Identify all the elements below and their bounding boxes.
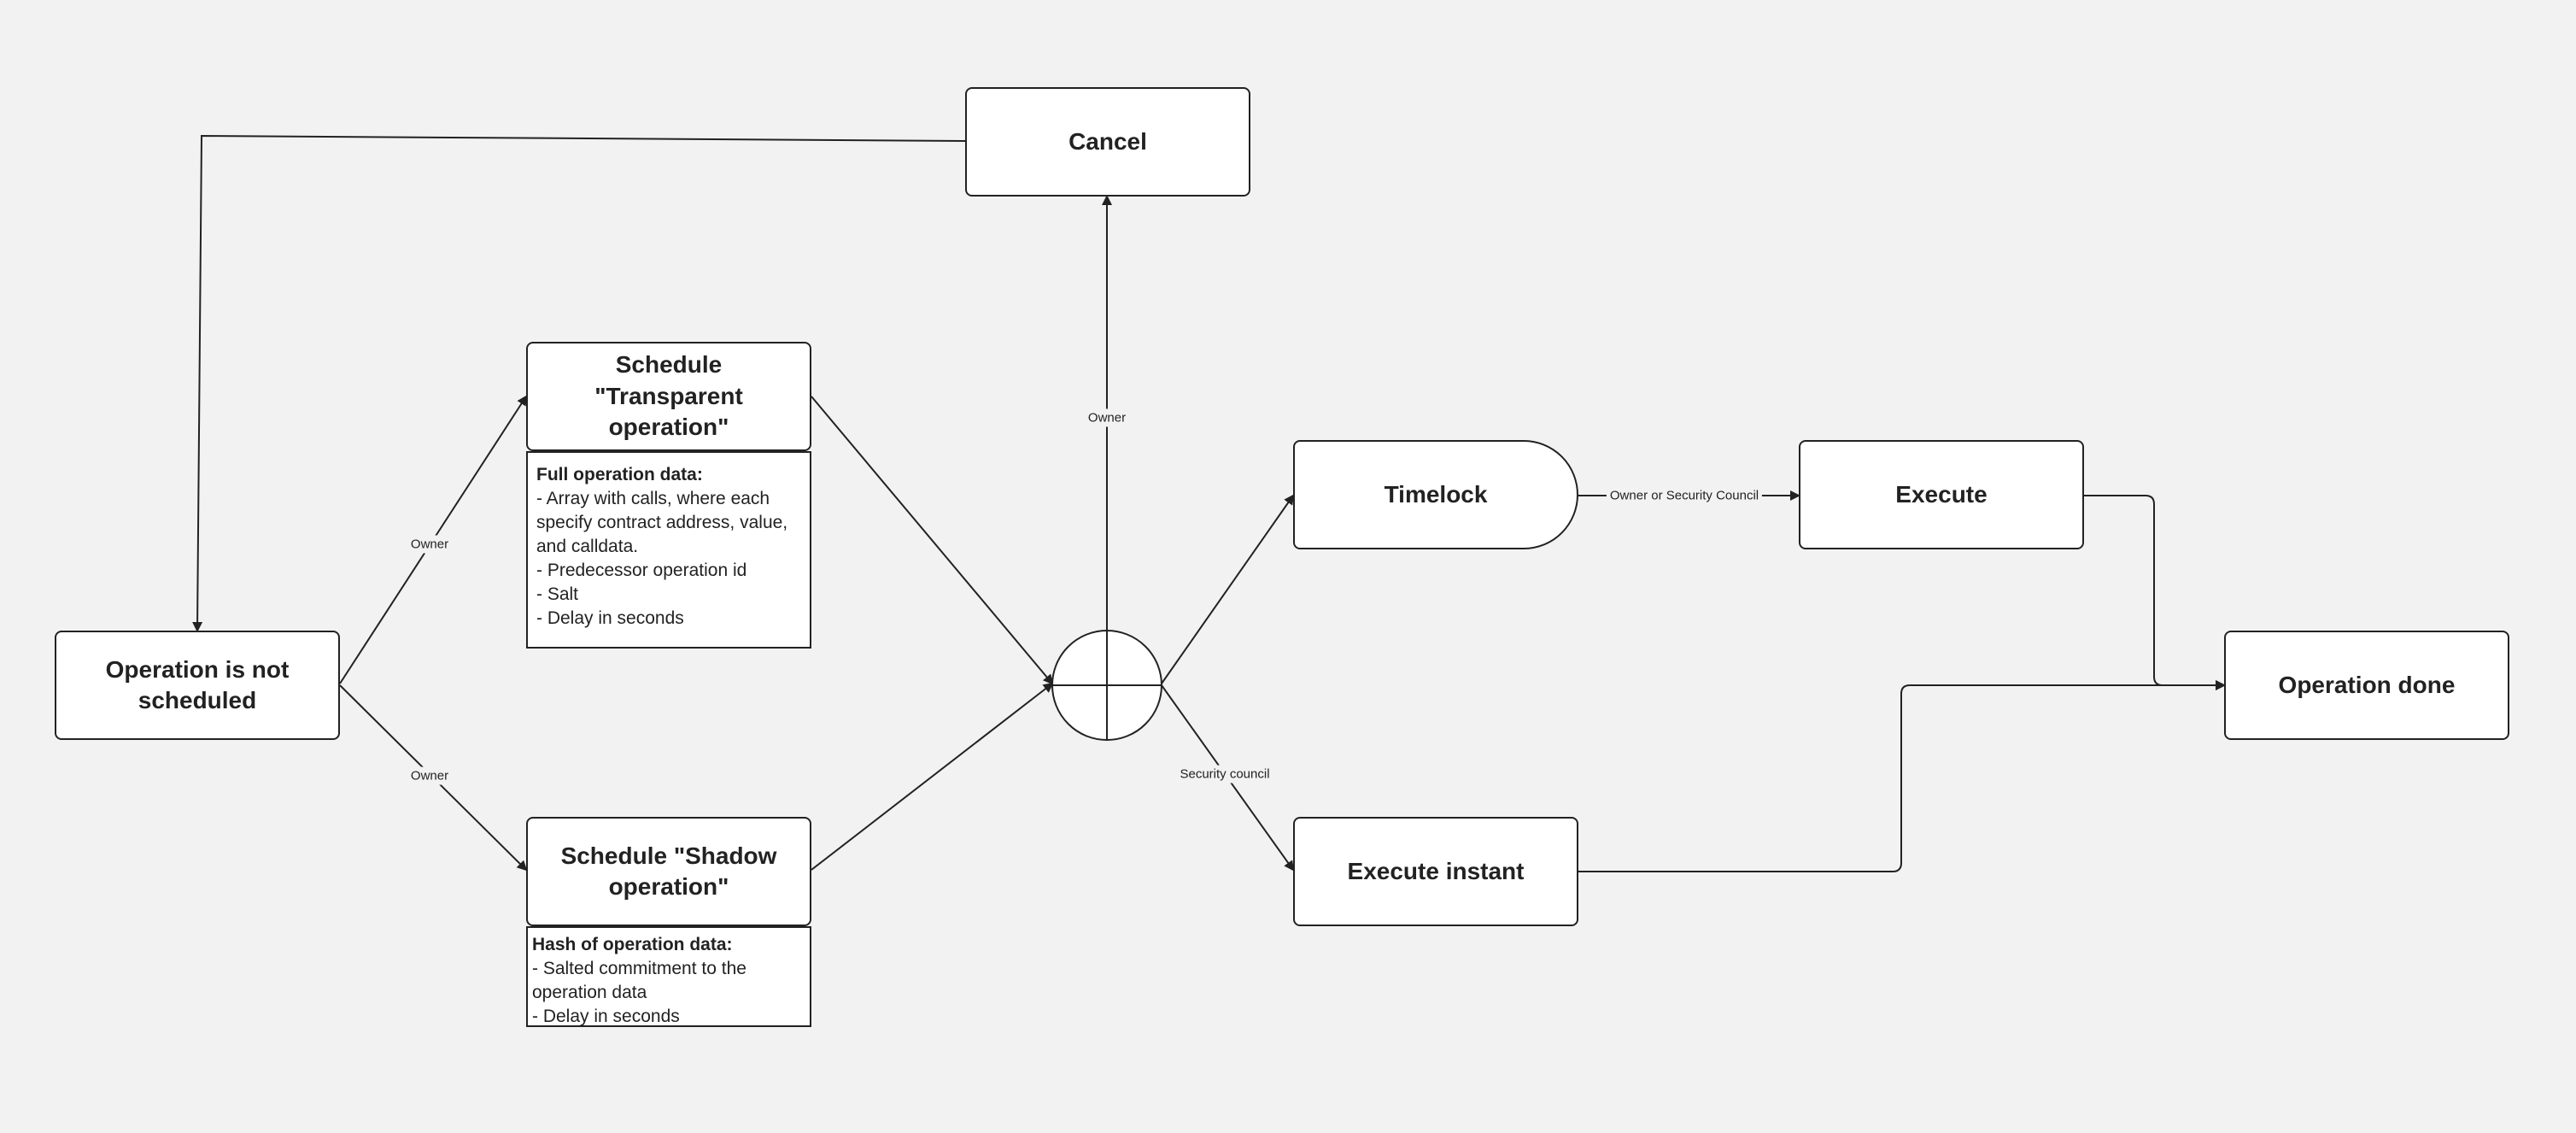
node-execute-instant[interactable]: Execute instant <box>1293 817 1578 926</box>
edge-transparent-to-gate <box>811 396 1054 685</box>
node-timelock-label: Timelock <box>1384 480 1488 508</box>
edge-shadow-to-gate <box>811 682 1054 871</box>
edge-gate-to-timelock <box>1161 494 1295 684</box>
node-schedule-shadow[interactable]: Schedule "Shadow operation" <box>526 817 811 926</box>
node-execute[interactable]: Execute <box>1799 440 2084 549</box>
edge-cancel-to-notscheduled <box>192 134 966 632</box>
note-transparent-line: - Array with calls, where each specify c… <box>536 489 788 556</box>
edge-label-owner-or-security-council: Owner or Security Council <box>1606 486 1763 505</box>
edge-label-owner-shadow: Owner <box>407 766 453 785</box>
note-shadow-operation-data: Hash of operation data: - Salted commitm… <box>526 926 811 1027</box>
node-operation-done-label: Operation done <box>2278 671 2456 698</box>
note-transparent-line: - Predecessor operation id <box>536 561 747 580</box>
edge-label-owner-cancel: Owner <box>1084 408 1130 427</box>
node-operation-done[interactable]: Operation done <box>2224 631 2509 740</box>
note-transparent-line: - Salt <box>536 584 579 604</box>
edge-execute-instant-to-done <box>1578 680 2226 872</box>
edge-execute-to-done <box>2084 495 2226 690</box>
node-schedule-transparent-label: Schedule "Transparent operation" <box>594 351 743 441</box>
node-cancel-label: Cancel <box>1068 127 1147 155</box>
note-transparent-title: Full operation data: <box>536 465 703 484</box>
node-timelock[interactable]: Timelock <box>1293 440 1578 549</box>
node-schedule-transparent[interactable]: Schedule "Transparent operation" <box>526 342 811 451</box>
edge-label-owner-transparent: Owner <box>407 535 453 554</box>
note-transparent-operation-data: Full operation data: - Array with calls,… <box>526 451 811 649</box>
note-shadow-line: - Delay in seconds <box>532 1007 680 1026</box>
node-schedule-shadow-label: Schedule "Shadow operation" <box>560 842 777 900</box>
note-transparent-line: - Delay in seconds <box>536 608 684 628</box>
node-execute-instant-label: Execute instant <box>1347 857 1525 884</box>
edge-label-security-council: Security council <box>1176 765 1273 784</box>
node-operation-not-scheduled[interactable]: Operation is not scheduled <box>55 631 340 740</box>
note-shadow-line: - Salted commitment to the operation dat… <box>532 959 746 1002</box>
node-operation-not-scheduled-label: Operation is not scheduled <box>105 655 290 713</box>
node-cancel[interactable]: Cancel <box>965 87 1250 197</box>
note-shadow-title: Hash of operation data: <box>532 935 733 954</box>
node-execute-label: Execute <box>1895 480 1988 508</box>
